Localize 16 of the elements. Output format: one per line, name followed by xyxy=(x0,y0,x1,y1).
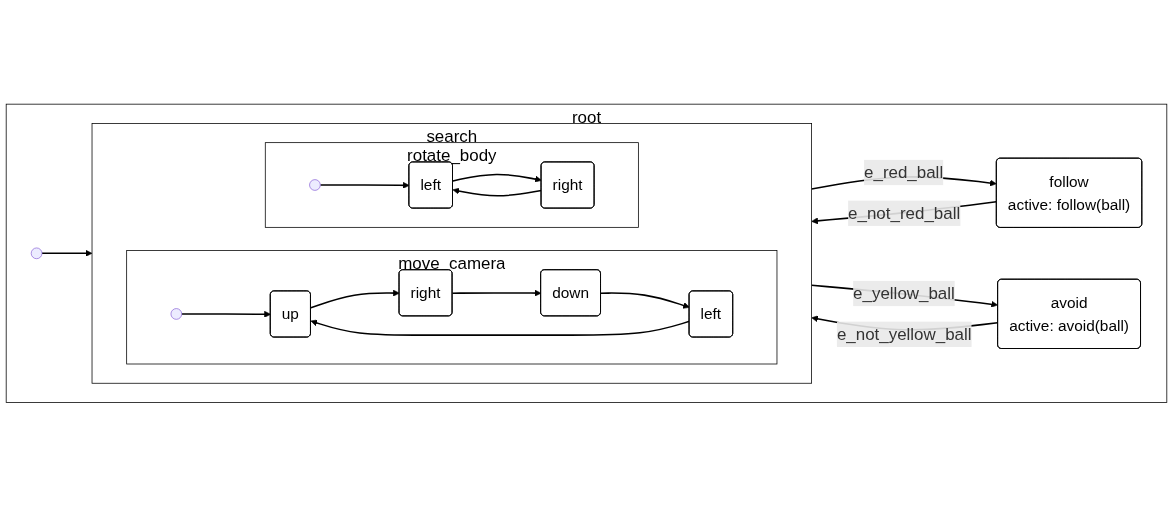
arrow xyxy=(310,319,691,336)
arrow xyxy=(452,173,542,183)
arrow xyxy=(319,181,410,189)
edge-label: e_yellow_ball xyxy=(853,283,955,303)
arrow xyxy=(452,187,543,197)
edge-label: e_not_red_ball xyxy=(848,203,961,223)
arrow xyxy=(310,289,400,309)
node-circle xyxy=(170,307,183,320)
arrow xyxy=(451,289,542,297)
arrow xyxy=(600,292,690,309)
node-circle xyxy=(309,178,321,191)
node-circle xyxy=(30,247,43,259)
edge-label: e_not_yellow_ball xyxy=(836,324,972,344)
arrow xyxy=(180,310,271,318)
arrow xyxy=(41,249,93,257)
edge-label: e_red_ball xyxy=(864,162,944,182)
